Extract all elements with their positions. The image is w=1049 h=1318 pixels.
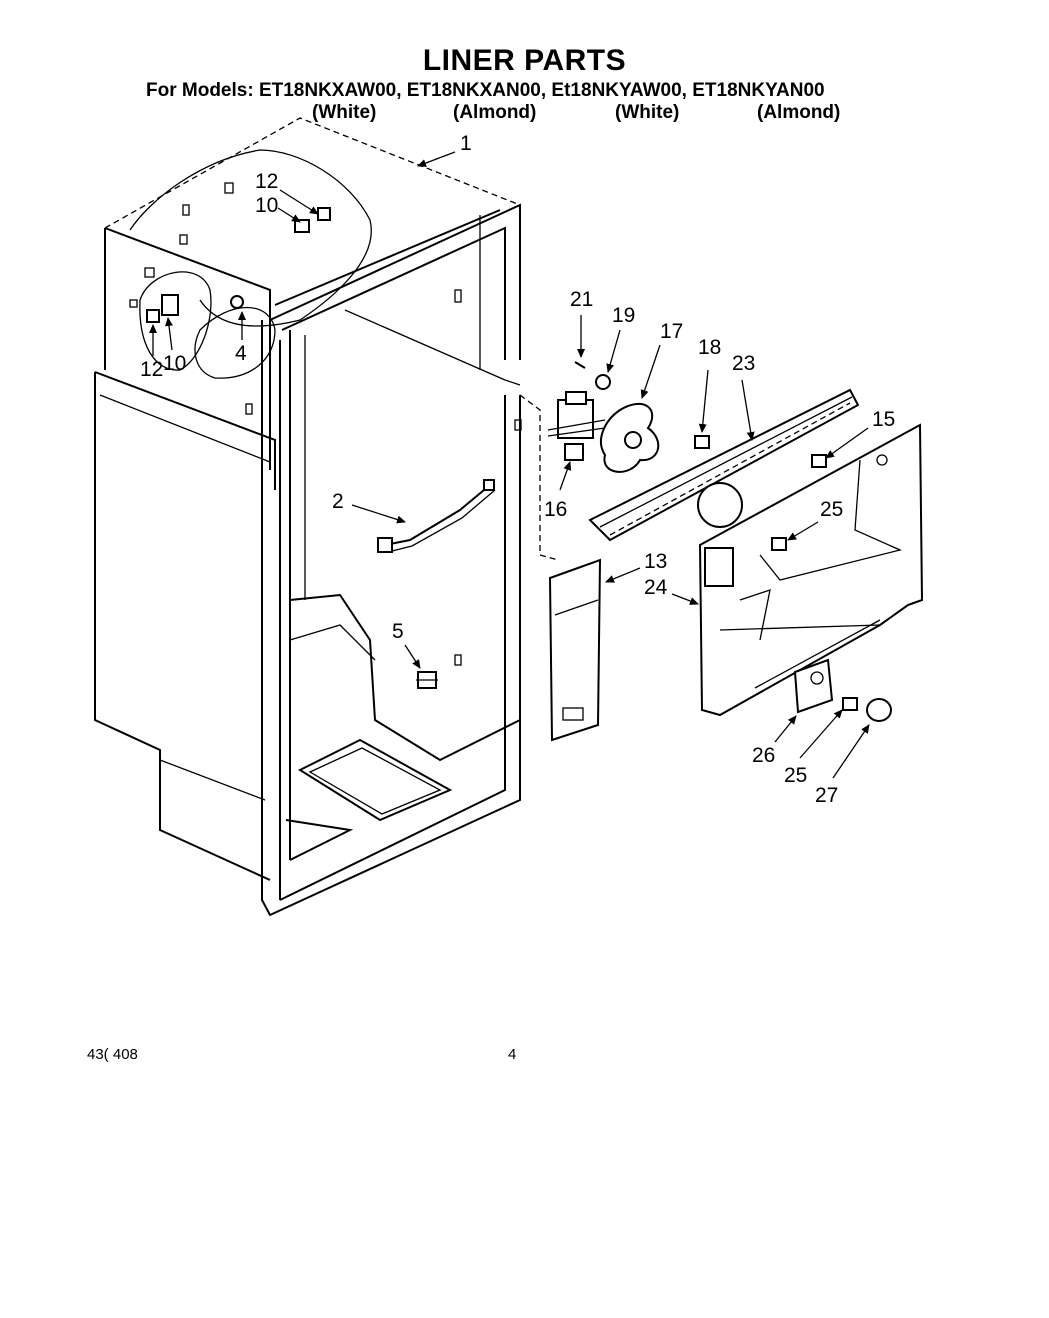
callout-27: 27	[815, 784, 838, 807]
page-title: LINER PARTS	[422, 44, 627, 77]
evaporator-grille	[588, 388, 860, 542]
control-parts	[793, 658, 892, 722]
callout-1: 1	[460, 132, 472, 155]
side-panel-13	[548, 558, 602, 742]
callout-2: 2	[332, 490, 344, 513]
leader-dash-1	[519, 394, 559, 561]
variant-2: (Almond)	[453, 102, 537, 123]
callout-4: 4	[235, 342, 247, 365]
fan-motor-assembly	[547, 361, 660, 473]
page-number: 4	[508, 1046, 517, 1063]
callout-labels: 1 12 10 4 12 10 2 5 21 19 17 18 23 15 16…	[140, 132, 895, 807]
callout-12-top: 12	[255, 170, 278, 193]
grommet	[416, 671, 438, 689]
liner-cabinet	[94, 117, 522, 917]
rear-panel	[698, 423, 924, 717]
callout-arrows	[149, 151, 870, 779]
models-line: For Models: ET18NKXAW00, ET18NKXAN00, Et…	[146, 80, 825, 101]
screw-15	[811, 454, 827, 468]
callout-25-lower: 25	[784, 764, 807, 787]
document-number: 43( 408	[87, 1046, 138, 1063]
callout-5: 5	[392, 620, 404, 643]
variant-4: (Almond)	[757, 102, 841, 123]
screw-18	[694, 435, 710, 449]
callout-26: 26	[752, 744, 775, 767]
callout-21: 21	[570, 288, 593, 311]
callout-19: 19	[612, 304, 635, 327]
callout-23: 23	[732, 352, 755, 375]
screw-25a	[771, 537, 787, 551]
variant-3: (White)	[615, 102, 680, 123]
variant-1: (White)	[312, 102, 377, 123]
callout-25-upper: 25	[820, 498, 843, 521]
wire-harness	[377, 479, 496, 553]
callout-17: 17	[660, 320, 683, 343]
callout-18: 18	[698, 336, 721, 359]
callout-24: 24	[644, 576, 668, 599]
callout-15: 15	[872, 408, 895, 431]
callout-16: 16	[544, 498, 567, 521]
callout-12-left: 12	[140, 358, 163, 381]
callout-13: 13	[644, 550, 667, 573]
callout-10-left: 10	[163, 352, 186, 375]
callout-10-top: 10	[255, 194, 278, 217]
